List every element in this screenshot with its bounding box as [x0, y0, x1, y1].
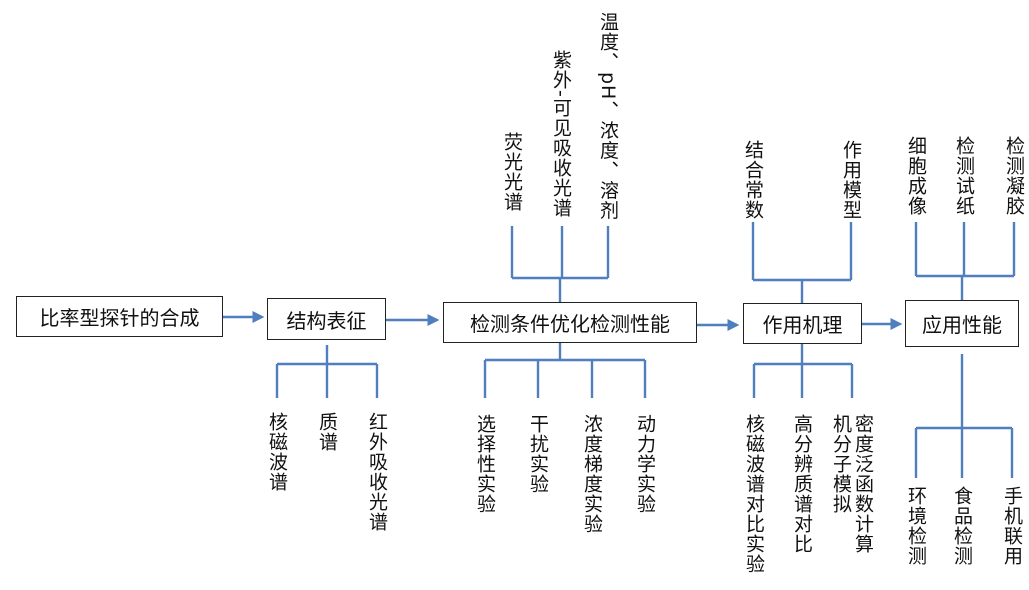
application-test-paper: 检测试纸: [953, 136, 975, 216]
flow-step-synthesis: 比率型探针的合成: [16, 296, 223, 337]
application-top-branch: [914, 222, 1016, 300]
conditions-branch: [510, 226, 610, 302]
flow-step-mechanism: 作用机理: [743, 303, 862, 344]
application-test-gel: 检测凝胶: [1003, 136, 1025, 216]
performance-concentration: 浓度梯度实验: [581, 414, 603, 534]
mechanism-hrms-comparison: 高分辨质谱对比: [791, 414, 813, 554]
performance-branch: [483, 343, 647, 398]
flow-step-structure: 结构表征: [267, 298, 386, 340]
performance-selectivity: 选择性实验: [474, 414, 496, 514]
structure-method-ms: 质谱: [316, 412, 338, 452]
application-environment: 环境检测: [905, 486, 927, 566]
mechanism-model: 作用模型: [840, 140, 862, 220]
application-cell-imaging: 细胞成像: [905, 136, 927, 216]
application-food: 食品检测: [951, 486, 973, 566]
mechanism-bottom-branch: [752, 343, 854, 398]
flow-step-mechanism-label: 作用机理: [762, 313, 843, 337]
flow-step-structure-label: 结构表征: [286, 308, 367, 333]
flow-step-detection: 检测条件优化检测性能: [443, 302, 697, 343]
structure-method-nmr: 核磁波谱: [266, 412, 288, 492]
flow-step-synthesis-label: 比率型探针的合成: [39, 306, 200, 330]
application-bottom-branch: [914, 354, 1014, 478]
condition-uv-vis: 紫外-可见吸收光谱: [550, 50, 572, 218]
mechanism-nmr-comparison: 核磁波谱对比实验: [743, 414, 765, 574]
application-phone: 手机联用: [1001, 486, 1023, 566]
flow-step-application-label: 应用性能: [922, 313, 1002, 337]
flow-step-application: 应用性能: [905, 300, 1019, 347]
structure-method-ir: 红外吸收光谱: [366, 412, 388, 532]
performance-kinetics: 动力学实验: [634, 414, 656, 514]
mechanism-top-branch: [751, 222, 853, 303]
condition-temperature-ph: 温度、pH、浓度、溶剂: [597, 12, 619, 221]
mechanism-dft-simulation: 密度泛函数计算机分子模拟: [830, 414, 874, 554]
structure-branch: [275, 345, 379, 398]
condition-fluorescence: 荧光光谱: [501, 132, 523, 212]
performance-interference: 干扰实验: [527, 414, 549, 494]
flow-step-detection-label: 检测条件优化检测性能: [470, 312, 670, 336]
mechanism-binding-constant: 结合常数: [742, 140, 764, 220]
